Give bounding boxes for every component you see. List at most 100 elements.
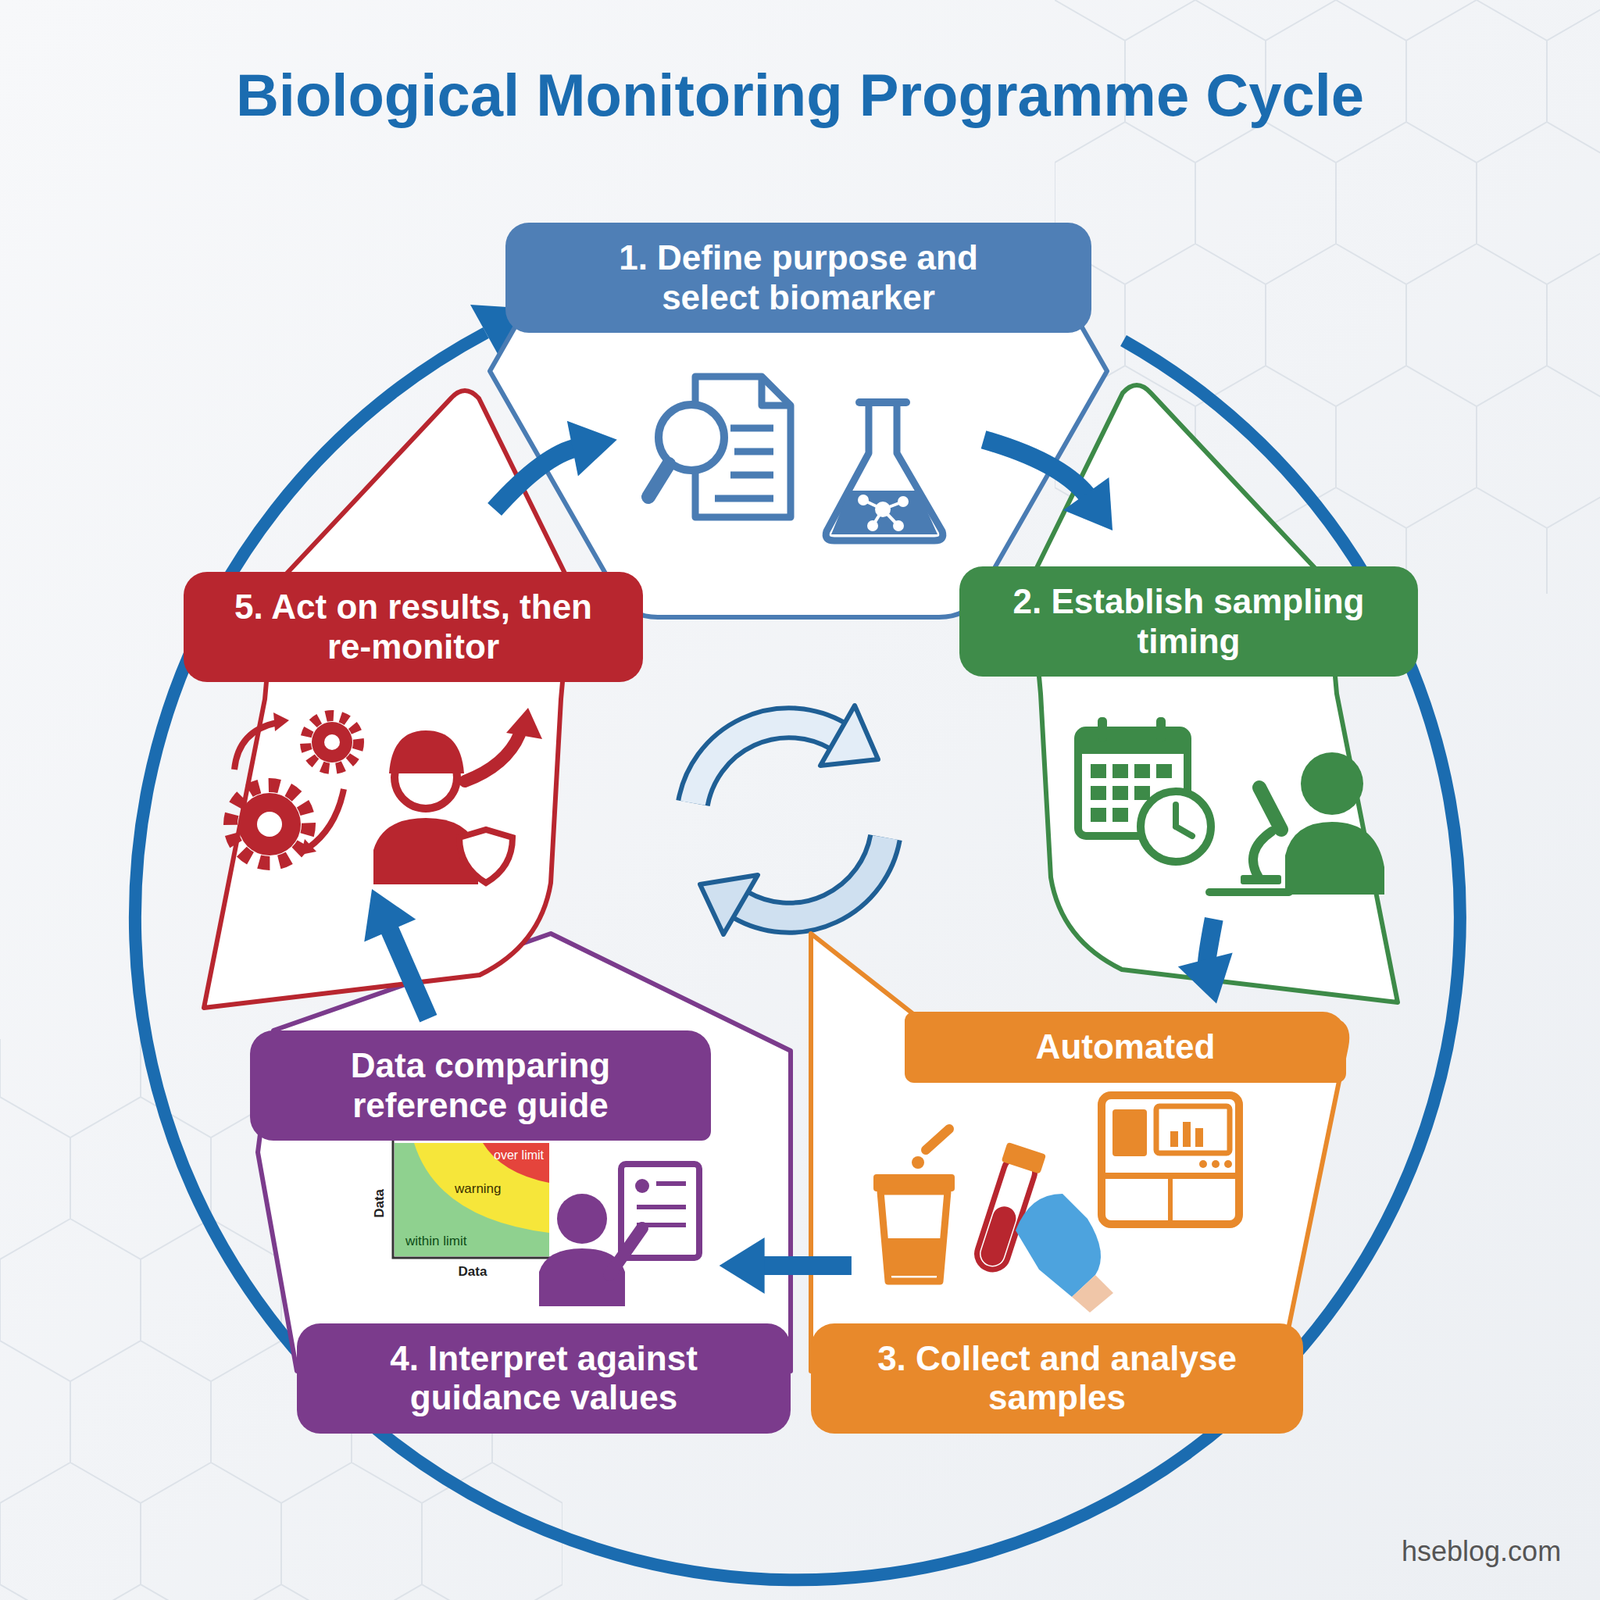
gloved-hand-icon	[1071, 1275, 1114, 1313]
worker-icon	[394, 746, 458, 809]
calendar-icon	[1112, 807, 1129, 822]
analyser-machine-icon	[1101, 1095, 1240, 1225]
segment-outline	[203, 390, 572, 1008]
segment-outline	[810, 933, 1347, 1372]
analyst-icon	[636, 1204, 686, 1210]
arrowhead	[1063, 477, 1113, 531]
calendar-icon	[1090, 785, 1107, 800]
arrowhead	[719, 1237, 765, 1294]
chart-zone-label: over limit	[493, 1148, 544, 1163]
calendar-icon	[1156, 764, 1172, 779]
cycle-step-segment: 2. Establish sampling timing	[959, 377, 1418, 1011]
center-cycle-icon	[692, 705, 886, 935]
analyser-machine-icon	[1224, 1160, 1233, 1168]
sample-cup-icon	[911, 1156, 925, 1169]
scientist-icon	[1300, 752, 1364, 815]
document-icon	[761, 376, 791, 406]
center-cycle-icon	[692, 722, 839, 804]
worker-icon	[459, 829, 513, 883]
analyser-machine-icon	[1156, 1106, 1230, 1154]
gears-icon	[300, 839, 317, 855]
blood-tube-icon	[978, 1203, 1020, 1268]
axis-label: Data	[372, 1188, 388, 1218]
document-icon	[730, 471, 774, 479]
analyser-machine-icon	[1211, 1160, 1220, 1168]
blood-tube-icon	[1001, 1142, 1047, 1175]
cycle-step-segment: 1. Define purpose and select biomarker	[489, 222, 1108, 618]
segment-outline	[1030, 385, 1398, 1003]
sample-cup-icon	[885, 1238, 943, 1276]
gears-icon	[238, 792, 301, 856]
calendar-icon	[1134, 764, 1150, 779]
segment-outline	[257, 933, 791, 1372]
gears-icon	[230, 712, 359, 864]
limit-chart	[482, 1142, 550, 1183]
analyst-icon	[656, 1181, 686, 1186]
step-heading: Automated	[904, 1011, 1347, 1083]
gloved-hand-icon	[1015, 1193, 1101, 1297]
gears-icon	[230, 785, 309, 864]
gears-icon	[308, 789, 344, 848]
calendar-icon	[1112, 764, 1129, 779]
analyst-icon	[621, 1164, 700, 1258]
analyser-machine-icon	[1199, 1160, 1208, 1168]
blood-tube-icon	[968, 1142, 1047, 1275]
analyser-machine-icon	[1101, 1172, 1240, 1179]
arrowhead	[1178, 953, 1233, 1004]
scientist-icon	[1209, 752, 1385, 895]
segment-outline	[183, 382, 643, 1016]
calendar-icon	[1078, 730, 1188, 754]
sample-cup-icon	[925, 1128, 950, 1150]
center-cycle-icon	[740, 837, 886, 918]
analyser-machine-icon	[1101, 1095, 1240, 1225]
flask-icon	[831, 490, 938, 535]
center-cycle-icon	[692, 722, 839, 804]
chart-zone-label: warning	[454, 1182, 502, 1197]
cycle-step-segment: Data comparing reference guide4. Interpr…	[250, 933, 791, 1434]
watermark: hseblog.com	[1401, 1535, 1561, 1568]
scientist-icon	[1240, 875, 1282, 885]
analyst-icon	[539, 1248, 625, 1307]
flask-icon	[825, 402, 943, 541]
diagram-title: Biological Monitoring Programme Cycle	[0, 60, 1600, 129]
flow-arrow	[983, 439, 1113, 531]
gears-icon	[257, 811, 283, 837]
document-icon	[714, 495, 774, 503]
flask-icon	[882, 501, 904, 510]
limit-chart	[414, 1142, 550, 1233]
calendar-icon	[1172, 804, 1179, 827]
magnifier-icon	[658, 404, 725, 471]
calendar-icon	[1134, 785, 1150, 800]
gloved-hand-icon	[1015, 1193, 1114, 1313]
gears-icon	[273, 712, 290, 732]
worker-icon	[506, 707, 543, 740]
outer-cycle-ring	[135, 304, 1461, 1580]
flow-arrow	[494, 421, 618, 510]
flask-icon	[894, 521, 903, 530]
document-icon	[734, 448, 774, 456]
sample-cup-icon	[880, 1191, 948, 1282]
analyst-icon	[539, 1164, 700, 1307]
calendar-icon	[1090, 764, 1107, 779]
flow-arrow-shaft	[983, 439, 1090, 500]
sample-cup-icon	[873, 1174, 955, 1192]
flask-icon	[882, 509, 899, 526]
arrowhead	[567, 421, 618, 477]
worker-icon	[389, 730, 465, 774]
gears-icon	[305, 715, 359, 769]
magnifier-icon	[648, 404, 725, 497]
worker-icon	[373, 817, 479, 885]
calendar-icon	[1078, 730, 1188, 836]
gears-icon	[324, 734, 340, 750]
flask-icon	[863, 500, 883, 510]
blood-tube-icon	[972, 1152, 1039, 1274]
limit-chart	[394, 1142, 550, 1257]
analyser-machine-icon	[1195, 1128, 1204, 1147]
flow-arrow-shaft	[387, 925, 429, 1019]
arrowhead	[364, 889, 416, 943]
flask-icon	[872, 509, 883, 526]
center-cycle-icon	[740, 837, 886, 918]
